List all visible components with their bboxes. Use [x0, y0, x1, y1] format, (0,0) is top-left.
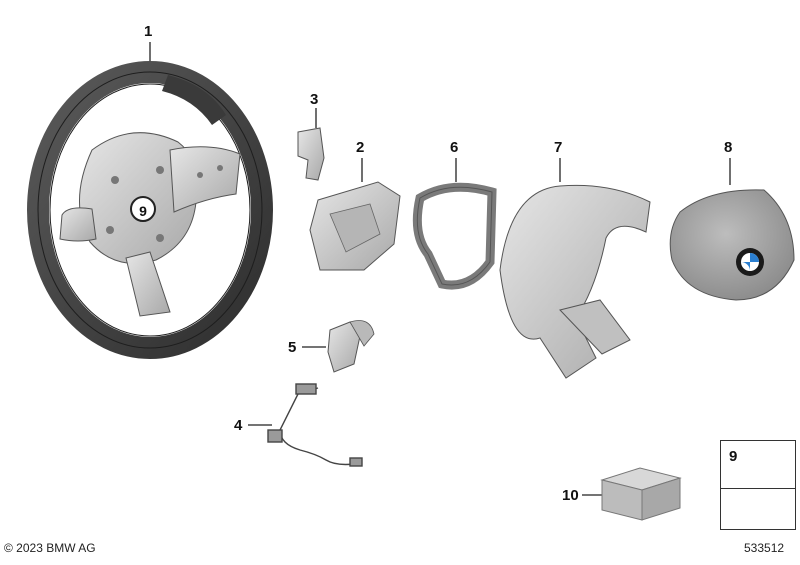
diagram-number: 533512 — [744, 541, 785, 555]
callout-9-hub: 9 — [130, 196, 156, 222]
leader-lines — [149, 42, 731, 496]
callout-5: 5 — [288, 339, 297, 356]
airbag-part-8 — [669, 189, 795, 301]
copyright-text: © 2023 BMW AG — [4, 541, 96, 555]
steering-wheel-part — [27, 61, 273, 359]
callout-10: 10 — [562, 487, 579, 504]
legend-divider — [721, 488, 795, 489]
legend-box: 9 — [720, 440, 796, 530]
trim-frame-part-6 — [412, 182, 497, 290]
bracket-part-3 — [297, 127, 325, 181]
box-part-10 — [600, 467, 682, 521]
callout-3: 3 — [310, 91, 319, 108]
callout-6: 6 — [450, 139, 459, 156]
callout-7: 7 — [554, 139, 563, 156]
callout-2: 2 — [356, 139, 365, 156]
harness-part-5 — [327, 320, 375, 373]
wheel-cover-part-7 — [499, 184, 651, 379]
callout-1: 1 — [144, 23, 153, 40]
wiring-harness-part-4 — [267, 383, 363, 467]
callout-4: 4 — [234, 417, 243, 434]
callout-8: 8 — [724, 139, 733, 156]
control-frame-part-2 — [309, 181, 401, 271]
callout-9-legend: 9 — [729, 448, 738, 465]
